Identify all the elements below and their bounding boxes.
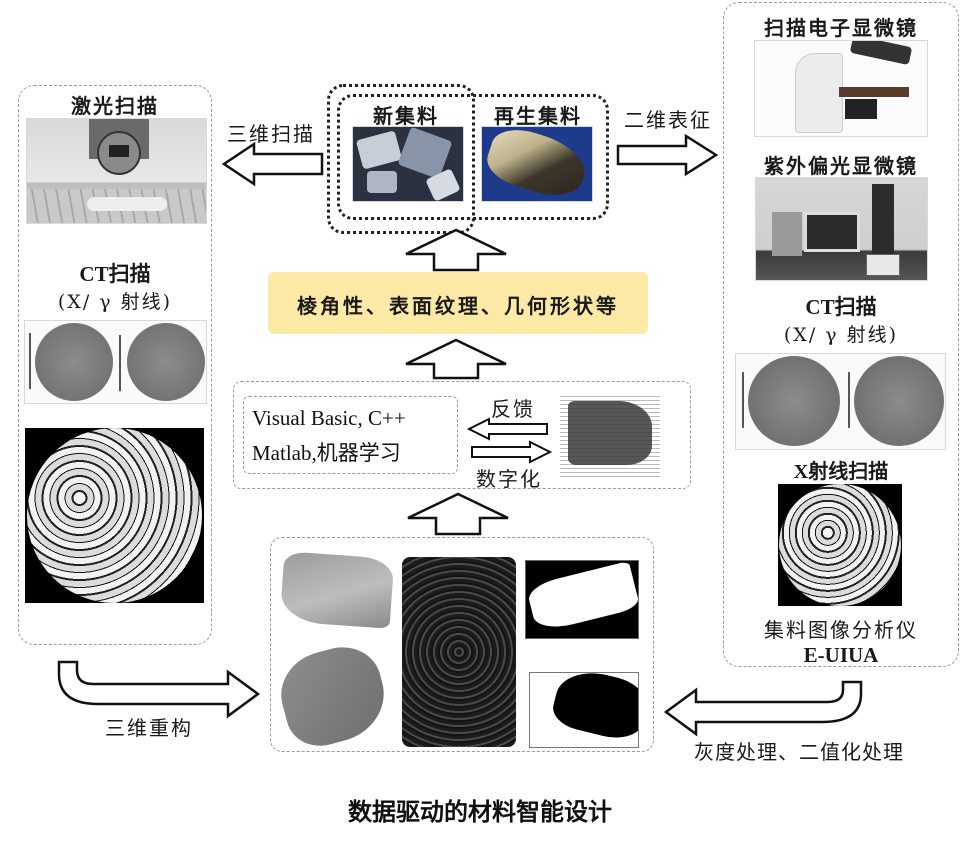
uv-microscope-label: 紫外偏光显微镜 [764,154,918,178]
arrow-left-icon [221,141,324,187]
software-tools-box [243,396,458,474]
3d-aggregate-column-model [402,557,516,747]
2d-characterization-arrow-label: 二维表征 [624,108,712,132]
digitize-label: 数字化 [476,467,542,491]
binary-aggregate-image [525,560,639,639]
left-ct-label: CT扫描 [18,258,212,288]
aggregates-group-frame [337,94,609,220]
left-ct-label-text: CT扫描 [79,262,151,286]
grayscale-binarization-label: 灰度处理、二值化处理 [694,740,904,764]
aggregate-image-analyzer-label: 集料图像分析仪 [764,618,918,642]
3d-scan-arrow-label: 三维扫描 [227,122,315,146]
software-line-2: Matlab,机器学习 [252,441,401,465]
recycled-aggregate-image [481,126,593,202]
sem-label: 扫描电子显微镜 [764,16,918,40]
feedback-label: 反馈 [491,397,535,421]
3d-reconstruction-label: 三维重构 [105,716,193,740]
grayscale-aggregate-image [529,672,639,748]
arrow-right-icon [616,133,719,177]
features-box [268,272,648,334]
sem-microscope-image [754,40,928,137]
new-aggregate-outer-frame [327,84,475,234]
figure-title: 数据驱动的材料智能设计 [348,798,612,826]
new-aggregate-label: 新集料 [373,104,439,128]
analyzer-model-label: E-UIUA [803,643,879,667]
right-ct-sub-label: (X/ γ 射线) [783,324,899,346]
arrow-left-icon [466,417,548,441]
curved-arrow-right-icon [57,660,261,719]
arrow-right-icon [471,440,553,464]
right-ct-slices-image [735,353,946,450]
curved-arrow-left-icon [663,680,863,737]
software-line-1: Visual Basic, C++ [252,406,406,430]
right-ct-label: CT扫描 [805,295,877,319]
arrow-up-icon [405,338,507,380]
xray-scan-label: X射线扫描 [793,461,889,483]
new-aggregate-image [352,126,464,202]
arrow-up-icon [405,228,507,272]
uv-microscope-image [755,177,928,281]
xray-scan-image [778,484,902,606]
arrow-up-icon [407,492,509,536]
features-text: 棱角性、表面纹理、几何形状等 [297,294,619,318]
left-ct-slices-image [24,320,207,404]
laser-scan-label: 激光扫描 [71,94,159,118]
digitized-mesh-image [560,395,660,477]
laser-scanner-image [26,118,207,224]
recycled-aggregate-label: 再生集料 [494,104,582,128]
left-ct-binary-image [25,428,204,603]
left-ct-sub-label: (X/ γ 射线) [57,291,173,313]
